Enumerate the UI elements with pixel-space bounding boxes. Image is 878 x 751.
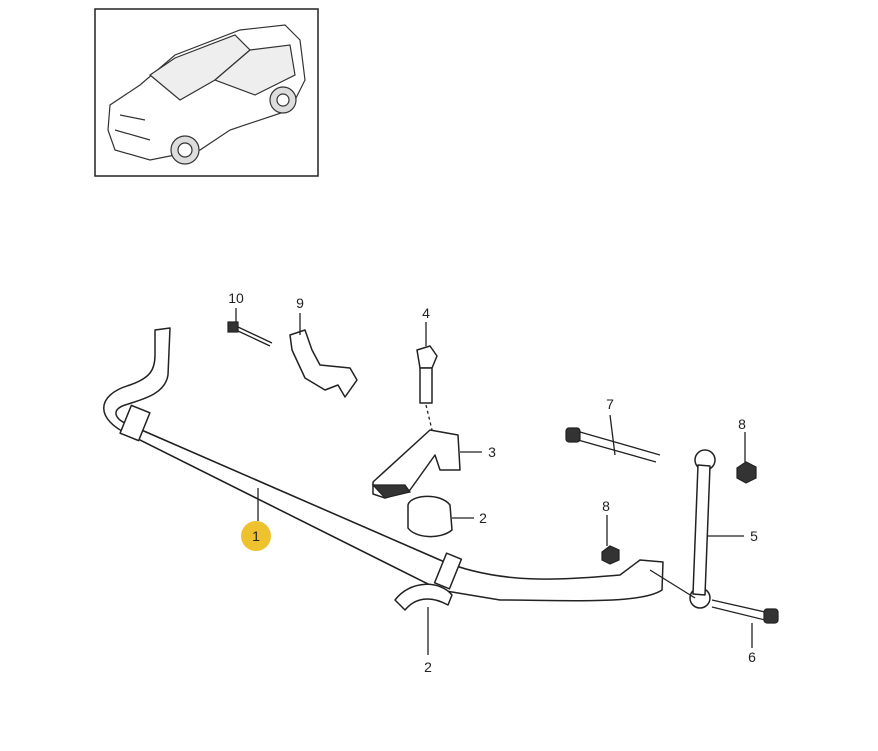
highlight-marker	[241, 521, 271, 551]
vehicle-thumbnail[interactable]	[94, 8, 319, 177]
nut-part-8-left[interactable]	[601, 545, 620, 565]
bushing-part-2-upper[interactable]	[407, 495, 453, 538]
callout-1[interactable]: 1	[252, 528, 260, 544]
bolt-part-4[interactable]	[416, 345, 438, 431]
leader-lines	[235, 308, 753, 655]
nut-part-8-right[interactable]	[736, 461, 757, 484]
link-part-5[interactable]	[649, 449, 716, 609]
callout-5[interactable]: 5	[750, 528, 758, 544]
callout-7[interactable]: 7	[606, 396, 614, 412]
car-icon	[107, 24, 306, 165]
callout-2-lower[interactable]: 2	[424, 659, 432, 675]
bracket-part-9[interactable]	[289, 329, 358, 398]
callout-2-upper[interactable]: 2	[479, 510, 487, 526]
callout-6[interactable]: 6	[748, 649, 756, 665]
bolt-part-6[interactable]	[711, 599, 779, 624]
bolt-part-7[interactable]	[565, 427, 661, 463]
callout-4[interactable]: 4	[422, 305, 430, 321]
bolt-part-10[interactable]	[227, 321, 273, 347]
clamp-part-3[interactable]	[371, 429, 461, 499]
stabilizer-bar[interactable]	[103, 327, 664, 602]
callout-3[interactable]: 3	[488, 444, 496, 460]
callout-10[interactable]: 10	[228, 290, 244, 306]
bushing-part-2-lower[interactable]	[394, 583, 453, 611]
callout-8-left[interactable]: 8	[602, 498, 610, 514]
callout-9[interactable]: 9	[296, 295, 304, 311]
callout-8-right[interactable]: 8	[738, 416, 746, 432]
